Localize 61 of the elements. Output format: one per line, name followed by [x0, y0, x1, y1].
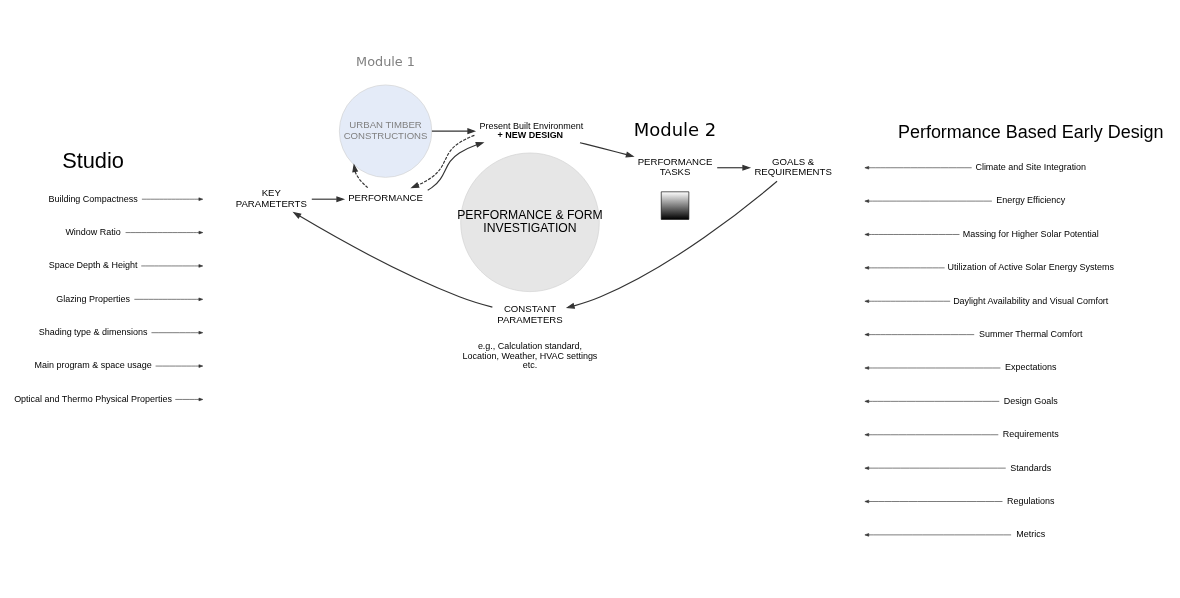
label: Performance Based Early Design [897, 121, 1164, 142]
arrow [125, 230, 204, 235]
node-text: Window Ratio [65, 226, 121, 237]
arrow [155, 364, 204, 368]
node-text: Requirements [1002, 429, 1059, 440]
node-box [660, 191, 690, 220]
arrow [864, 332, 975, 337]
node-text: Shading type & dimensions [38, 327, 148, 338]
arrow [565, 180, 778, 309]
node-text: Optical and Thermo Physical Properties [14, 393, 172, 404]
node-text: CONSTANT PARAMETERS [497, 303, 563, 326]
node-circle: PERFORMANCE & FORM INVESTIGATION [460, 152, 600, 292]
arrow [864, 399, 1000, 404]
arrow [140, 264, 204, 268]
node-text: Energy Efficiency [996, 195, 1066, 206]
node-text: Regulations [1007, 495, 1055, 506]
arrow [864, 366, 1001, 370]
node-text: Design Goals [1003, 395, 1058, 406]
arrow [141, 197, 204, 201]
arrow [579, 142, 635, 158]
arrow [864, 499, 1003, 504]
node-text: Climate and Site Integration [975, 162, 1087, 173]
node-circle: URBAN TIMBER CONSTRUCTIONS [339, 84, 433, 178]
arrow [716, 164, 752, 171]
label: Studio [62, 148, 124, 174]
arrow [864, 232, 960, 237]
arrow [410, 134, 475, 189]
arrow [864, 266, 945, 270]
node-text: Summer Thermal Comfort [979, 329, 1083, 339]
arrow [864, 166, 972, 170]
arrow [352, 163, 369, 189]
label: Module 2 [633, 118, 717, 140]
arrow [311, 196, 346, 203]
node-text: Daylight Availability and Visual Comfort [953, 295, 1109, 306]
arrow [431, 128, 477, 135]
arrow [174, 397, 204, 402]
node-text: Expectations [1005, 362, 1057, 373]
arrow [134, 297, 204, 301]
arrow [864, 299, 951, 303]
node-text: Massing for Higher Solar Potential [962, 228, 1099, 239]
label: Module 1 [356, 54, 416, 70]
arrow [864, 199, 993, 203]
arrow [864, 433, 999, 437]
arrow [151, 331, 204, 335]
arrow [864, 466, 1007, 470]
node-text: Present Built Environment + NEW DESIGN [479, 120, 584, 140]
node-text: Glazing Properties [56, 293, 130, 304]
node-text: KEY PARAMETERTS [235, 186, 307, 209]
node-label: e.g., Calculation standard, Location, Weather, HVAC settings etc. [462, 341, 598, 371]
node-text: Metrics [1016, 529, 1046, 540]
arrow [427, 142, 485, 191]
node-text: PERFORMANCE TASKS [637, 155, 713, 178]
arrow [864, 533, 1012, 537]
node-text: Standards [1010, 462, 1052, 473]
node-text: PERFORMANCE [348, 192, 423, 204]
node-text: Utilization of Active Solar Energy Systems [947, 262, 1115, 273]
node-text: Space Depth & Height [48, 260, 138, 271]
node-text: Main program & space usage [34, 360, 152, 371]
arrow [292, 211, 493, 308]
node-text: GOALS & REQUIREMENTS [754, 155, 832, 178]
node-text: Building Compactness [48, 193, 138, 204]
